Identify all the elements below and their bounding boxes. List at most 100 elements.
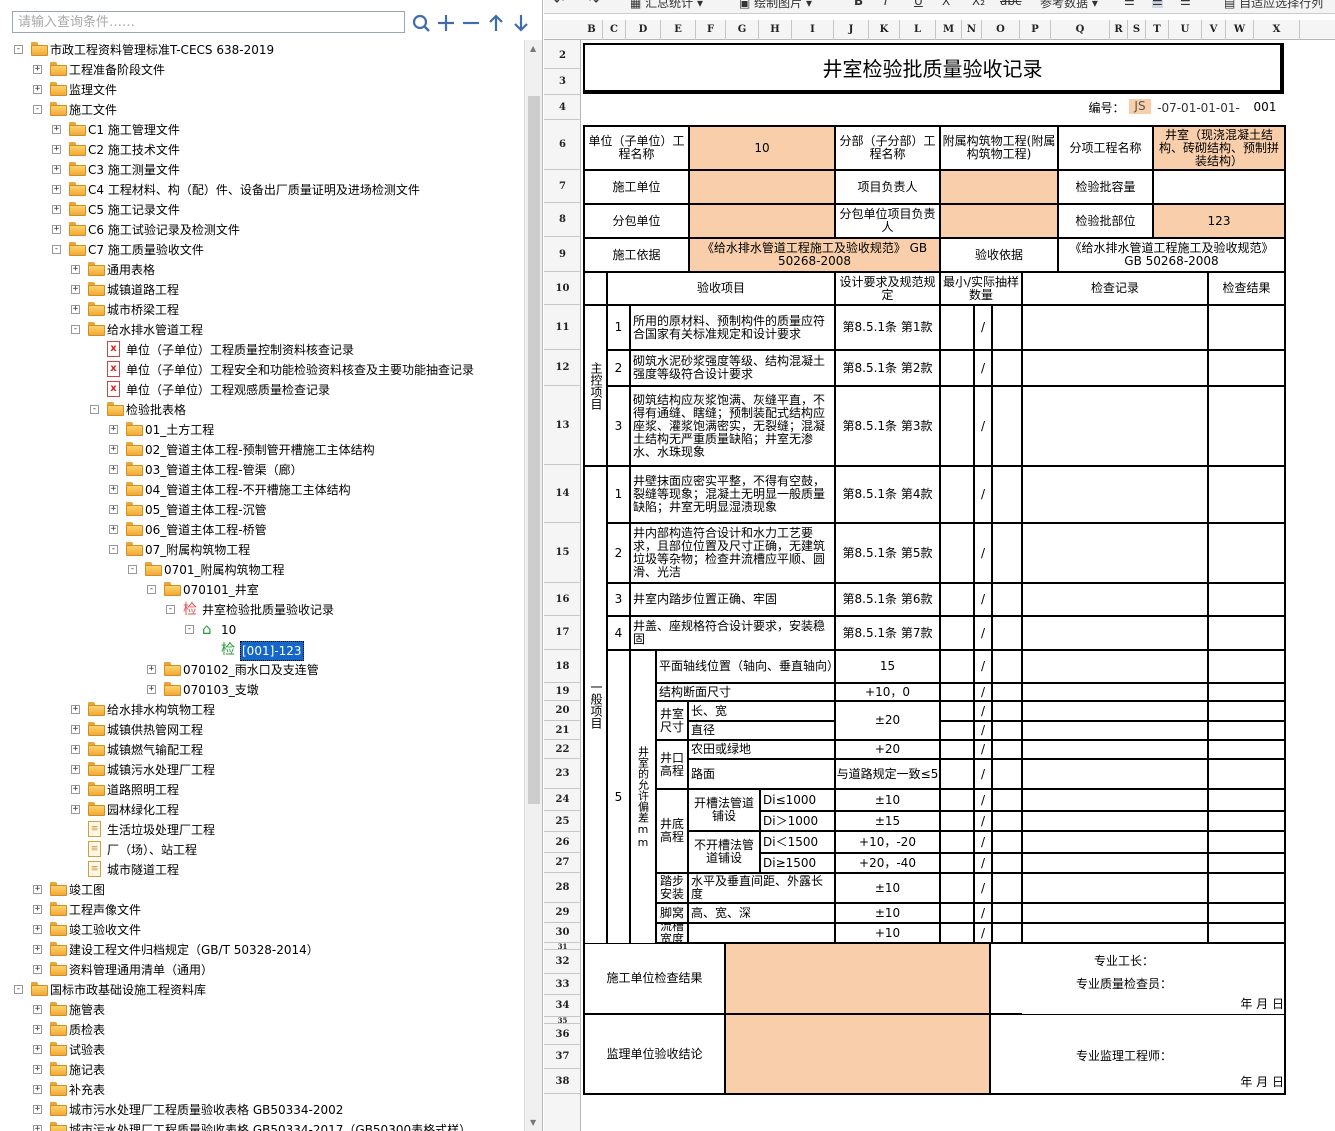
- check-record[interactable]: [1022, 789, 1208, 811]
- expand-icon[interactable]: +: [52, 144, 61, 154]
- foreman-input[interactable]: [1184, 952, 1284, 970]
- tree-item[interactable]: +质检表: [0, 1020, 523, 1040]
- column-label[interactable]: W: [1226, 20, 1254, 40]
- tree-item[interactable]: +C3 施工测量文件: [0, 160, 523, 180]
- sample-actual[interactable]: [992, 740, 1022, 759]
- tree-item[interactable]: -07_附属构筑物工程: [0, 540, 523, 560]
- check-record[interactable]: [1022, 811, 1208, 831]
- sample-actual[interactable]: [992, 523, 1022, 583]
- sample-actual[interactable]: [992, 466, 1022, 523]
- tree-item[interactable]: +C5 施工记录文件: [0, 200, 523, 220]
- row-label[interactable]: 27: [544, 853, 581, 873]
- expand-icon[interactable]: +: [33, 884, 42, 894]
- sample-actual[interactable]: [992, 903, 1022, 923]
- row-label[interactable]: 18: [544, 650, 581, 683]
- row-label[interactable]: 28: [544, 873, 581, 903]
- tree-item[interactable]: +试验表: [0, 1040, 523, 1060]
- tree-item[interactable]: -施工文件: [0, 100, 523, 120]
- clear-format-button[interactable]: X: [942, 0, 951, 8]
- check-result[interactable]: [1208, 903, 1285, 923]
- sample-min[interactable]: [940, 523, 974, 583]
- column-label[interactable]: M: [936, 20, 962, 40]
- check-result[interactable]: [1208, 583, 1285, 616]
- check-result[interactable]: [1208, 683, 1285, 701]
- collapse-icon[interactable]: -: [185, 624, 194, 634]
- tree-item[interactable]: +C2 施工技术文件: [0, 140, 523, 160]
- row-label[interactable]: 22: [544, 740, 581, 759]
- batch-capacity-input[interactable]: [1153, 170, 1285, 204]
- tree-item[interactable]: -0701_附属构筑物工程: [0, 560, 523, 580]
- auto-fit-button[interactable]: ▤ 自适应选择行列: [1224, 0, 1323, 11]
- check-result[interactable]: [1208, 923, 1285, 943]
- tree-item[interactable]: -检井室检验批质量验收记录: [0, 600, 523, 620]
- sample-actual[interactable]: [992, 650, 1022, 683]
- underline-button[interactable]: U: [914, 0, 923, 8]
- row-label[interactable]: 30: [544, 923, 581, 943]
- expand-icon[interactable]: +: [33, 964, 42, 974]
- column-label[interactable]: C: [603, 20, 626, 40]
- tree-item[interactable]: +施记表: [0, 1060, 523, 1080]
- expand-icon[interactable]: +: [71, 304, 80, 314]
- row-label[interactable]: 32: [544, 950, 581, 974]
- sample-min[interactable]: [940, 305, 974, 350]
- sample-min[interactable]: [940, 789, 974, 811]
- check-record[interactable]: [1022, 831, 1208, 853]
- check-result[interactable]: [1208, 650, 1285, 683]
- row-label[interactable]: 25: [544, 811, 581, 832]
- sample-min[interactable]: [940, 683, 974, 701]
- code-number[interactable]: 001: [1246, 100, 1284, 115]
- expand-icon[interactable]: +: [109, 464, 118, 474]
- tree-item[interactable]: +06_管道主体工程-桥管: [0, 520, 523, 540]
- expand-icon[interactable]: +: [33, 1004, 42, 1014]
- sample-actual[interactable]: [992, 759, 1022, 789]
- collapse-icon[interactable]: -: [14, 984, 23, 994]
- tree-item[interactable]: 检[001]-123: [0, 640, 523, 661]
- bold-button[interactable]: B: [854, 0, 864, 8]
- sample-min[interactable]: [940, 903, 974, 923]
- tree-item[interactable]: +工程声像文件: [0, 900, 523, 920]
- tree-item[interactable]: +园林绿化工程: [0, 800, 523, 820]
- align-right-icon[interactable]: ☰: [1180, 0, 1191, 8]
- sample-actual[interactable]: [992, 831, 1022, 853]
- row-label[interactable]: 21: [544, 721, 581, 740]
- check-record[interactable]: [1022, 721, 1208, 740]
- expand-icon[interactable]: +: [33, 1104, 42, 1114]
- row-label[interactable]: 31: [544, 943, 581, 950]
- row-label[interactable]: 14: [544, 465, 581, 523]
- search-icon[interactable]: [411, 11, 433, 35]
- expand-icon[interactable]: +: [109, 424, 118, 434]
- column-label[interactable]: U: [1169, 20, 1202, 40]
- column-label[interactable]: K: [869, 20, 900, 40]
- row-label[interactable]: 11: [544, 305, 581, 350]
- check-result[interactable]: [1208, 740, 1285, 759]
- scroll-up-icon[interactable]: ▲: [530, 44, 537, 53]
- expand-icon[interactable]: +: [33, 1024, 42, 1034]
- expand-icon[interactable]: +: [147, 664, 156, 674]
- expand-icon[interactable]: +: [33, 64, 42, 74]
- expand-icon[interactable]: +: [52, 164, 61, 174]
- tree-item[interactable]: +建设工程文件归档规定（GB/T 50328-2014）: [0, 940, 523, 960]
- align-left-icon[interactable]: ☰: [1124, 0, 1135, 8]
- arrow-down-icon[interactable]: [510, 11, 532, 35]
- align-center-icon[interactable]: ☰: [1152, 0, 1163, 8]
- expand-icon[interactable]: +: [52, 224, 61, 234]
- check-result[interactable]: [1208, 789, 1285, 811]
- column-label[interactable]: T: [1146, 20, 1169, 40]
- expand-icon[interactable]: +: [147, 684, 156, 694]
- row-label[interactable]: 36: [544, 1024, 581, 1045]
- reference-data-button[interactable]: 参考数据 ▾: [1040, 0, 1098, 11]
- sample-min[interactable]: [940, 721, 974, 740]
- check-result[interactable]: [1208, 701, 1285, 721]
- arrow-up-icon[interactable]: [485, 11, 507, 35]
- tree-item[interactable]: +城镇道路工程: [0, 280, 523, 300]
- row-label[interactable]: 29: [544, 903, 581, 923]
- sample-actual[interactable]: [992, 305, 1022, 350]
- expand-icon[interactable]: +: [71, 704, 80, 714]
- column-label[interactable]: H: [759, 20, 792, 40]
- row-label[interactable]: 13: [544, 386, 581, 465]
- expand-icon[interactable]: +: [33, 1125, 42, 1131]
- collapse-icon[interactable]: -: [71, 324, 80, 334]
- column-label[interactable]: R: [1110, 20, 1128, 40]
- check-record[interactable]: [1022, 903, 1208, 923]
